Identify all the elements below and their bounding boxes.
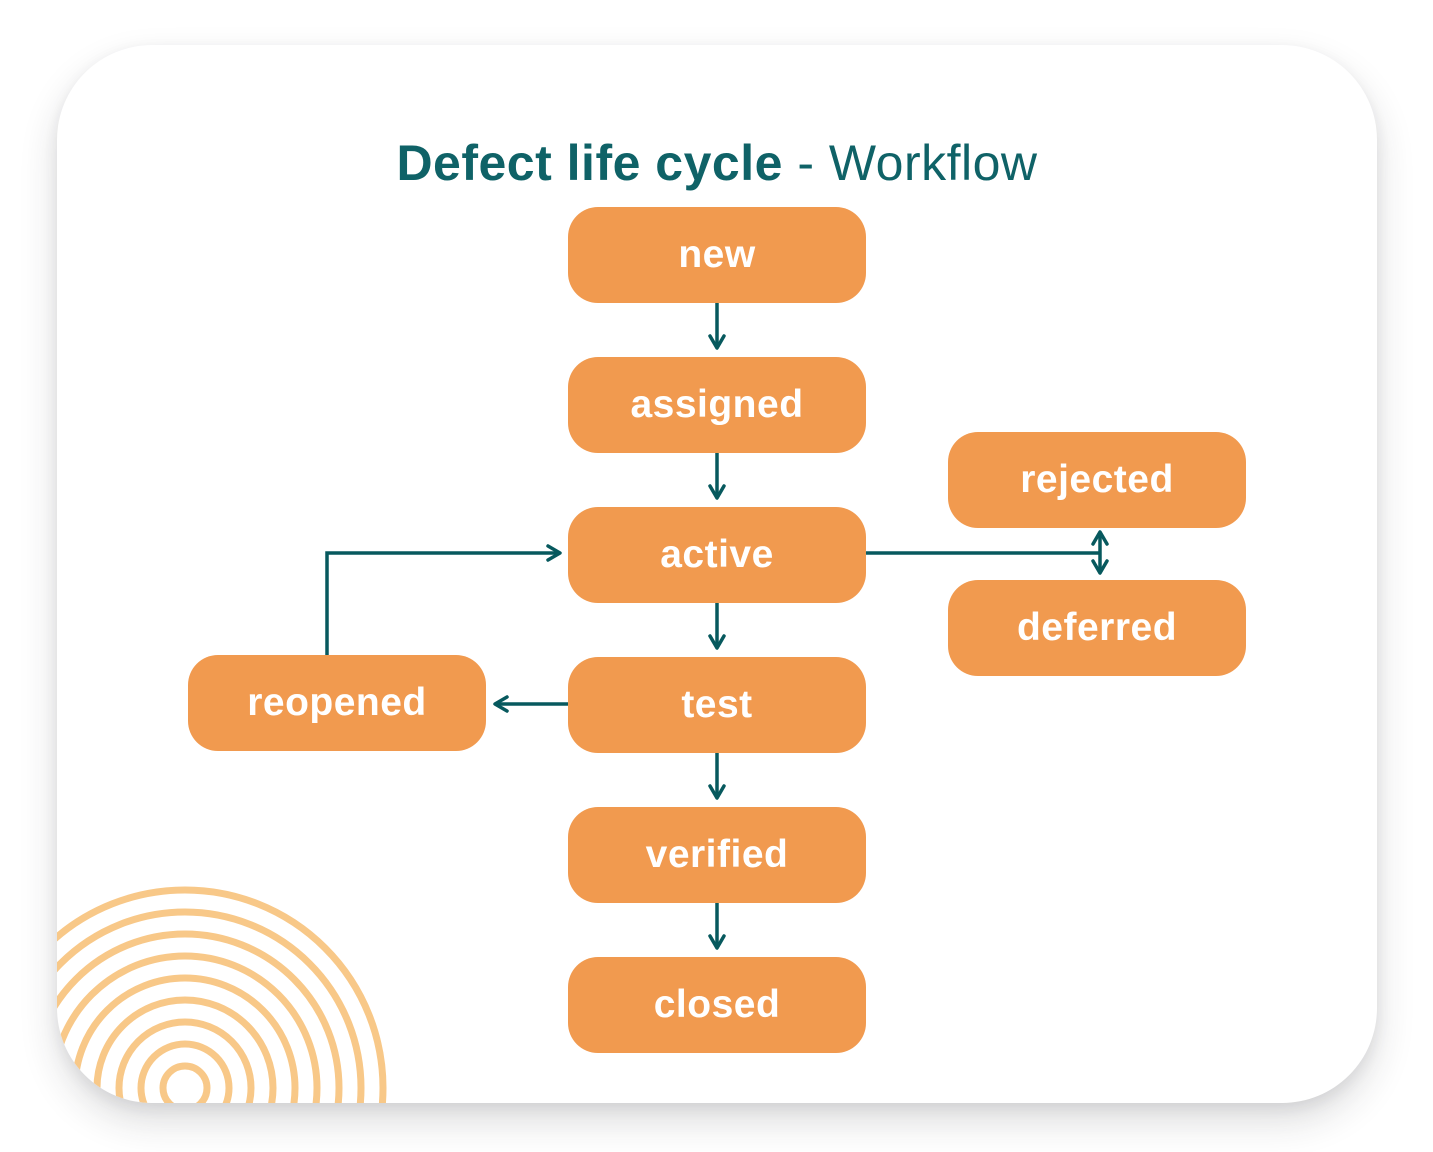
node-verified: verified — [568, 807, 866, 903]
node-deferred: deferred — [948, 580, 1246, 676]
flowchart: new assigned active test verified closed… — [57, 45, 1377, 1103]
node-rejected: rejected — [948, 432, 1246, 528]
edge-reopened-active — [325, 544, 562, 655]
page-title: Defect life cycle - Workflow — [57, 131, 1377, 195]
node-test: test — [568, 657, 866, 753]
node-new: new — [568, 207, 866, 303]
flowchart-connectors — [325, 303, 1109, 950]
page-title-secondary: - Workflow — [797, 134, 1038, 191]
node-closed: closed — [568, 957, 866, 1053]
concentric-circles-decoration — [57, 886, 387, 1103]
diagram-card: Defect life cycle - Workflow — [57, 45, 1377, 1103]
node-reopened: reopened — [188, 655, 486, 751]
circle-rings — [57, 886, 387, 1103]
node-assigned: assigned — [568, 357, 866, 453]
node-active: active — [568, 507, 866, 603]
page-title-primary: Defect life cycle — [396, 134, 783, 191]
